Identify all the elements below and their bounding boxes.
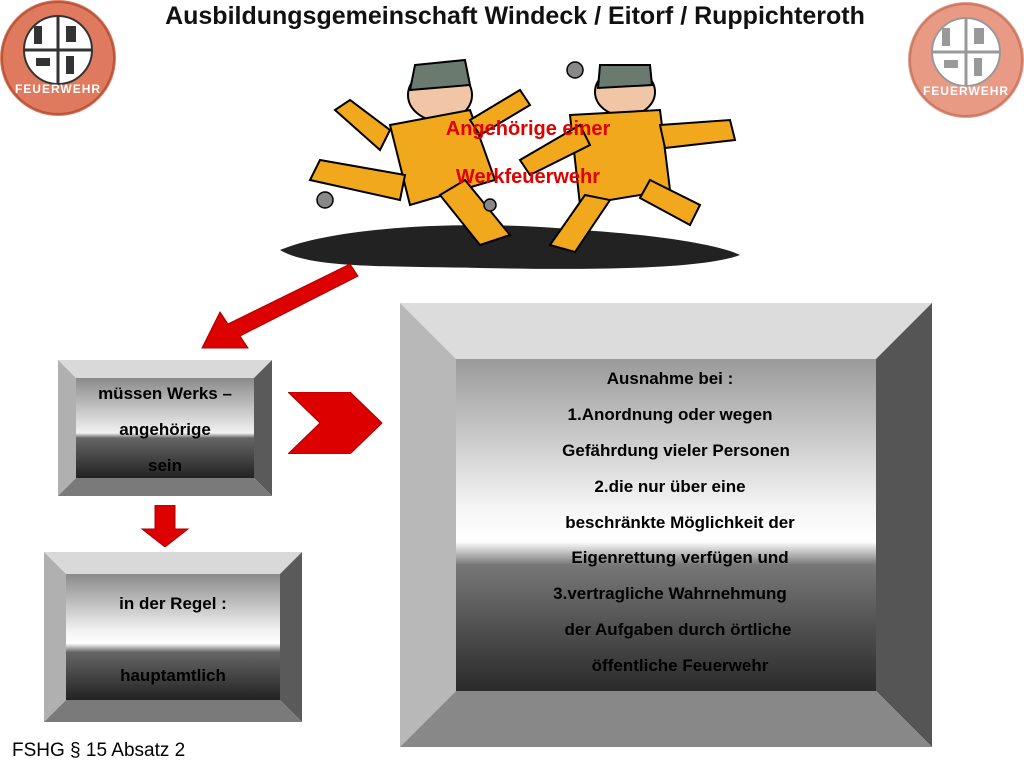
box-hauptamtlich: in der Regel : hauptamtlich (44, 552, 302, 722)
running-firefighters-illustration (280, 58, 740, 269)
box-right-line-7: 3.vertragliche Wahrnehmung (553, 584, 787, 603)
box-right-line-9: öffentliche Feuerwehr (591, 656, 769, 675)
fire-brigade-emblem-icon (1, 1, 115, 115)
box-werksangehoerige: müssen Werks – angehörige sein (58, 360, 272, 496)
box-left-top-line-1: müssen Werks – (98, 384, 232, 403)
fire-brigade-logo-left: FEUERWEHR (0, 0, 116, 116)
box-right-line-3: Gefährdung vieler Personen (562, 441, 790, 460)
footer-reference: FSHG § 15 Absatz 2 (12, 740, 186, 761)
arrow-down-left-icon (201, 263, 359, 349)
page-title: Ausbildungsgemeinschaft Windeck / Eitorf… (165, 2, 865, 30)
box-ausnahmen: Ausnahme bei : 1.Anordnung oder wegen Ge… (400, 303, 932, 747)
box-left-top-line-3: sein (147, 456, 183, 475)
box-right-line-8: der Aufgaben durch örtliche (564, 620, 792, 639)
box-right-line-1: Ausnahme bei : (606, 369, 734, 388)
logo-text-left: FEUERWEHR (14, 82, 102, 96)
box-left-top-line-2: angehörige (119, 420, 211, 439)
fire-brigade-logo-right: FEUERWEHR (908, 2, 1024, 118)
box-right-line-2: 1.Anordnung oder wegen (567, 405, 773, 424)
box-left-bottom-line-2: hauptamtlich (120, 666, 226, 685)
box-right-line-5: beschränkte Möglichkeit der (565, 513, 795, 532)
box-right-line-4: 2.die nur über eine (594, 477, 746, 496)
fire-brigade-emblem-icon (909, 3, 1023, 117)
subtitle-line-1: Angehörige einer (445, 118, 611, 140)
box-left-bottom-line-1: in der Regel : (119, 594, 227, 613)
logo-text-right: FEUERWEHR (922, 84, 1010, 98)
chevron-right-icon (288, 392, 383, 454)
subtitle-line-2: Werkfeuerwehr (455, 166, 601, 188)
arrow-down-icon (140, 505, 190, 547)
box-right-line-6: Eigenrettung verfügen und (571, 548, 789, 567)
